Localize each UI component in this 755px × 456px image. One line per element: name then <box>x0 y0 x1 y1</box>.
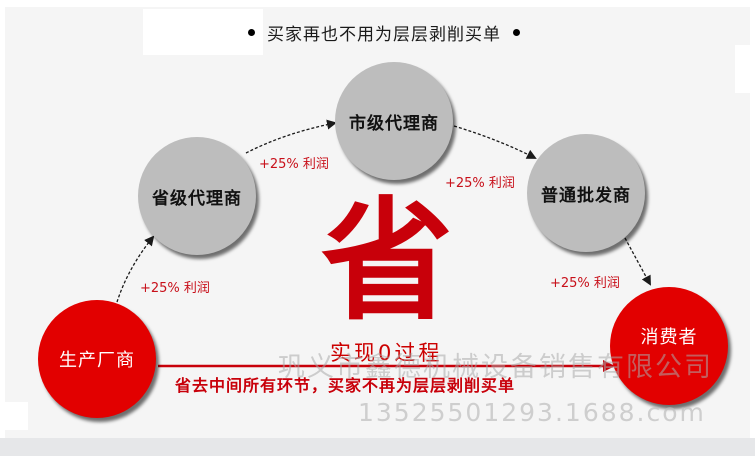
bullet-icon <box>248 28 255 36</box>
profit-label: +25% 利润 <box>550 276 620 291</box>
edge-decoration-right <box>735 45 755 93</box>
node-label: 市级代理商 <box>349 113 439 134</box>
node-label: 消费者 <box>640 327 698 348</box>
arrow-city-to-wholesaler <box>453 125 537 159</box>
profit-label: +25% 利润 <box>259 157 329 172</box>
node-consumer: 消费者 <box>610 287 728 405</box>
node-city-agent: 市级代理商 <box>335 62 453 180</box>
bottom-band <box>0 438 755 456</box>
node-manufacturer: 生产厂商 <box>38 300 156 418</box>
zero-process-subtitle: 实现0过程 <box>330 341 443 365</box>
big-save-character: 省 <box>321 185 453 339</box>
node-label: 普通批发商 <box>541 185 631 206</box>
arrow-wholesaler-to-consumer <box>624 237 651 286</box>
node-wholesaler: 普通批发商 <box>527 134 645 252</box>
tagline: 省去中间所有环节，买家不再为层层剥削买单 <box>175 376 516 395</box>
bullet-icon <box>513 28 520 36</box>
node-provincial-agent: 省级代理商 <box>138 137 256 255</box>
title-text: 买家再也不用为层层剥削买单 <box>267 24 501 45</box>
node-label: 省级代理商 <box>152 188 242 209</box>
arrow-provincial-to-city <box>245 119 337 154</box>
edge-decoration-left <box>0 402 28 430</box>
arrow-manufacturer-to-provincial <box>116 235 155 303</box>
node-label: 生产厂商 <box>59 350 135 371</box>
page-title: 买家再也不用为层层剥削买单 <box>248 18 520 46</box>
profit-label: +25% 利润 <box>140 281 210 296</box>
title-white-box <box>143 9 263 55</box>
profit-label: +25% 利润 <box>445 176 515 191</box>
